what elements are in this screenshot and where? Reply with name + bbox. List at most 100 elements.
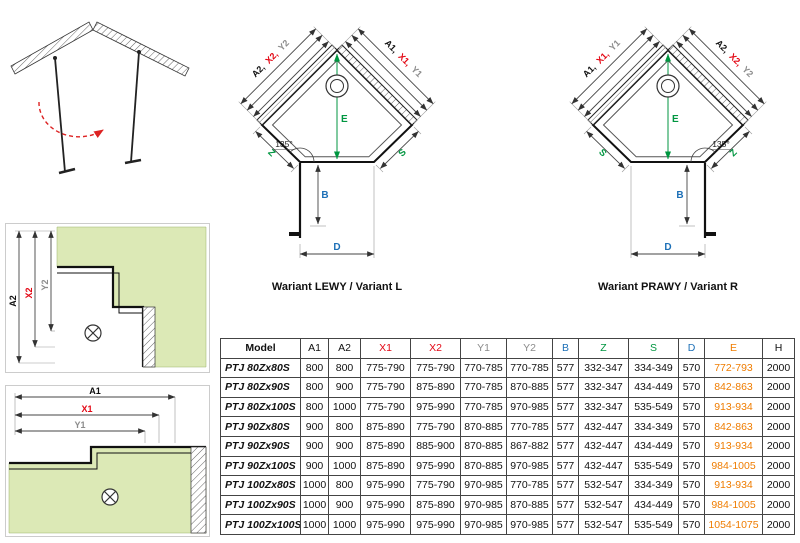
detail-label-x2: X2 <box>24 287 34 298</box>
model-cell: PTJ 100Zx100S <box>220 514 301 535</box>
width-label-d: D <box>664 242 671 253</box>
door-handle <box>289 232 300 236</box>
screw-symbol <box>84 324 102 342</box>
value-cell: 2000 <box>762 475 795 496</box>
value-cell: 577 <box>552 416 579 437</box>
diagram-variant-right: 135° A1, X1, Y1 A2, X2, Y2 E S Z B D <box>569 26 767 258</box>
value-cell: 1000 <box>328 455 361 477</box>
column-header-x2: X2 <box>410 338 461 359</box>
value-cell: 870-885 <box>460 435 507 457</box>
value-cell: 770-785 <box>460 396 507 418</box>
value-cell: 772-793 <box>704 357 763 379</box>
column-header-a1: A1 <box>300 338 329 359</box>
value-cell: 570 <box>678 514 705 535</box>
value-cell: 970-985 <box>506 514 553 535</box>
wall-section-hatch <box>142 306 156 368</box>
extension-lines <box>569 26 767 258</box>
door-label-b: B <box>321 190 328 201</box>
value-cell: 775-790 <box>410 475 461 496</box>
front-left-label: Z <box>265 147 277 159</box>
dimension-lines <box>571 28 765 257</box>
value-cell: 770-785 <box>506 416 553 437</box>
width-label-d: D <box>333 242 340 253</box>
value-cell: 334-349 <box>628 416 679 437</box>
value-cell: 770-785 <box>506 475 553 496</box>
value-cell: 800 <box>300 396 329 418</box>
column-header-y2: Y2 <box>506 338 553 359</box>
column-header-a2: A2 <box>328 338 361 359</box>
value-cell: 870-885 <box>506 377 553 398</box>
value-cell: 970-985 <box>460 494 507 516</box>
value-cell: 975-990 <box>360 514 411 535</box>
detail-label-a2: A2 <box>8 295 18 307</box>
value-cell: 900 <box>328 377 361 398</box>
variant-left-caption: Wariant LEWY / Variant L <box>271 281 403 293</box>
model-cell: PTJ 90Zx80S <box>220 416 301 437</box>
door-handle <box>705 232 716 236</box>
value-cell: 570 <box>678 416 705 437</box>
detail-label-x1: X1 <box>81 404 92 414</box>
value-cell: 870-885 <box>506 494 553 516</box>
value-cell: 2000 <box>762 494 795 516</box>
model-cell: PTJ 90Zx100S <box>220 455 301 477</box>
dimension-lines <box>14 394 176 434</box>
model-cell: PTJ 80Zx80S <box>220 357 301 379</box>
detail-frame <box>5 223 210 373</box>
dimension-lines <box>16 230 54 364</box>
door-label-b: B <box>676 190 683 201</box>
value-cell: 970-985 <box>506 396 553 418</box>
wall-section-hatch <box>190 446 207 534</box>
door-foot-right <box>124 158 142 165</box>
value-cell: 2000 <box>762 455 795 477</box>
value-cell: 900 <box>300 455 329 477</box>
value-cell: 800 <box>328 475 361 496</box>
model-cell: PTJ 100Zx90S <box>220 494 301 516</box>
value-cell: 1054-1075 <box>704 514 763 535</box>
value-cell: 970-985 <box>460 514 507 535</box>
column-header-z: Z <box>578 338 629 359</box>
value-cell: 775-790 <box>360 357 411 379</box>
value-cell: 775-790 <box>410 357 461 379</box>
value-cell: 332-347 <box>578 377 629 398</box>
value-cell: 535-549 <box>628 455 679 477</box>
value-cell: 842-863 <box>704 377 763 398</box>
door-foot-left <box>58 167 76 175</box>
variant-right-block: 135° A1, X1, Y1 A2, X2, Y2 E S Z B D War… <box>563 8 773 293</box>
value-cell: 900 <box>328 494 361 516</box>
value-cell: 885-900 <box>410 435 461 457</box>
height-label-e: E <box>672 114 679 125</box>
diagram-variant-left: 135° A2, X2, Y2 A1, X1, Y1 E Z S B D <box>238 26 436 258</box>
column-header-d: D <box>678 338 705 359</box>
value-cell: 775-790 <box>360 377 411 398</box>
value-cell: 770-785 <box>460 357 507 379</box>
model-cell: PTJ 90Zx90S <box>220 435 301 457</box>
model-cell: PTJ 80Zx100S <box>220 396 301 418</box>
value-cell: 434-449 <box>628 494 679 516</box>
value-cell: 570 <box>678 396 705 418</box>
drain-circle-inner <box>330 79 344 93</box>
dimension-lines <box>240 28 434 257</box>
value-cell: 1000 <box>300 514 329 535</box>
front-right-label: Z <box>728 147 740 159</box>
drain-circle <box>656 74 680 98</box>
value-cell: 975-990 <box>360 494 411 516</box>
value-cell: 570 <box>678 357 705 379</box>
value-cell: 970-985 <box>460 475 507 496</box>
value-cell: 570 <box>678 494 705 516</box>
value-cell: 332-347 <box>578 396 629 418</box>
screw-symbol <box>101 488 119 506</box>
angle-arc <box>289 147 315 163</box>
value-cell: 1000 <box>300 475 329 496</box>
extension-lines <box>14 393 176 443</box>
value-cell: 800 <box>300 357 329 379</box>
front-left-label: S <box>596 147 608 159</box>
value-cell: 975-990 <box>410 514 461 535</box>
